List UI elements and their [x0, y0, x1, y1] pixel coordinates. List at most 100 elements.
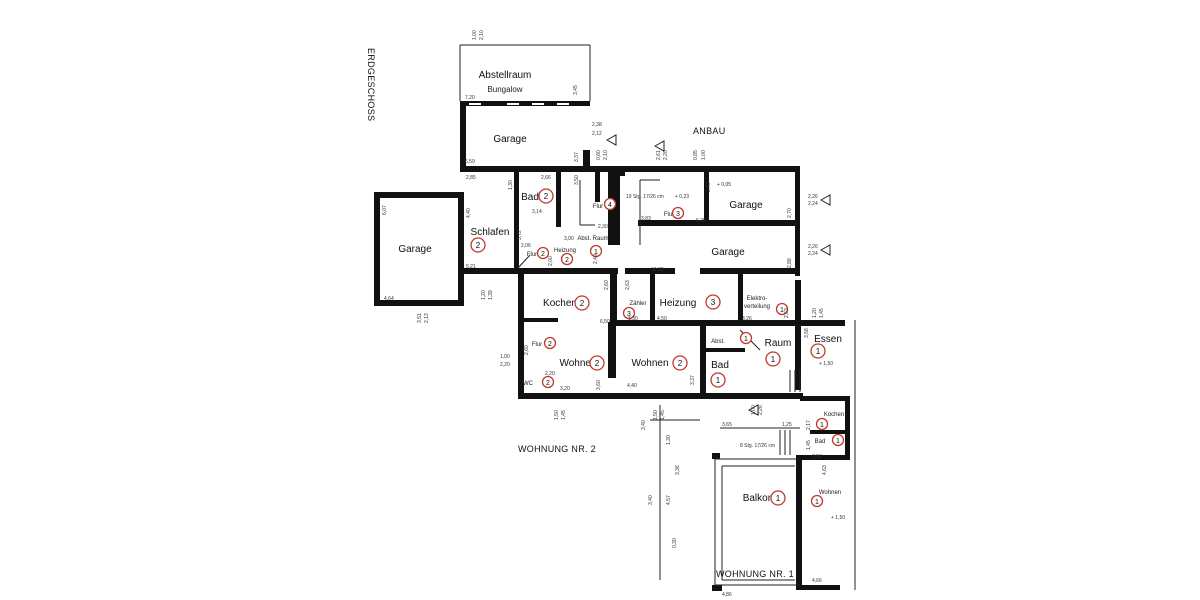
dimension-label: 10,33: [651, 267, 664, 273]
unit-number: 3: [676, 211, 680, 218]
unit-number: 2: [595, 359, 600, 368]
wall: [700, 320, 706, 395]
room-name: Wohnen: [559, 358, 596, 369]
room-name: Garage: [729, 200, 763, 211]
dimension-label: 2,63: [784, 308, 790, 318]
dimension-label: + 1,50: [819, 361, 833, 367]
wall: [518, 393, 803, 399]
wall: [460, 166, 800, 172]
room-garage-10: Garage: [729, 200, 763, 211]
unit-marker-icon: [739, 331, 753, 345]
wall: [800, 455, 850, 460]
room-name: Abst. Raum: [577, 236, 608, 242]
unit-marker-icon: [589, 244, 603, 258]
unit-number: 4: [608, 202, 612, 209]
room-name: Balkon: [743, 493, 774, 504]
dimension-label: 2,00: [548, 256, 554, 266]
window: [532, 103, 544, 105]
dimension-label: 1,30: [666, 435, 672, 445]
dimension-label: 1,45: [819, 308, 825, 318]
room-name: Garage: [398, 244, 432, 255]
room-subname: Bungalow: [487, 85, 522, 94]
room-name: Abstellraum: [479, 70, 532, 81]
unit-number: 1: [716, 376, 721, 385]
dimension-label: 1,50: [653, 410, 659, 420]
dimension-label: 4,63: [822, 465, 828, 475]
unit-marker-icon: [470, 237, 486, 253]
wall: [800, 396, 850, 401]
unit-marker-icon: [672, 355, 688, 371]
dimension-label: 3,45: [573, 85, 579, 95]
dimension-label: + 1,50: [831, 515, 845, 521]
dimension-label: 3,26: [742, 316, 752, 322]
dimension-label: 2,30: [598, 224, 608, 230]
dimension-label: 1,30: [628, 316, 638, 322]
dimension-label: 2,26: [808, 194, 818, 200]
walls: [374, 101, 850, 591]
dimension-label: 1,45: [660, 410, 666, 420]
room-subname: verteilung: [744, 304, 770, 310]
dimension-label: 4,57: [666, 495, 672, 505]
dimension-label: + 0,23: [675, 194, 689, 200]
dimension-label: 1,00: [472, 30, 478, 40]
unit-marker-icon: [538, 188, 554, 204]
dimension-label: 6,07: [382, 205, 388, 215]
unit-number: 1: [815, 499, 819, 506]
room-name: Bad: [711, 360, 729, 371]
unit-number: 2: [678, 359, 683, 368]
dimension-label: 3,20: [560, 386, 570, 392]
section-label-wohnung-1: WOHNUNG NR. 1: [716, 569, 794, 579]
unit-marker-icon: [560, 252, 574, 266]
unit-number: 1: [594, 249, 598, 256]
dimension-label: 2,63: [625, 280, 631, 290]
wall: [518, 318, 558, 322]
dimension-label: 4,86: [722, 592, 732, 598]
dimension-label: 3,72: [517, 230, 523, 240]
dimension-label: 1,00: [701, 150, 707, 160]
unit-number: 2: [546, 380, 550, 387]
unit-number: 1: [771, 355, 776, 364]
dimension-label: 2,60: [524, 345, 530, 355]
unit-marker-icon: [541, 375, 555, 389]
dimension-label: 2,06: [521, 243, 531, 249]
wall: [625, 268, 675, 274]
dimension-label: 2,20: [663, 150, 669, 160]
room-bad-22: Bad 1: [710, 360, 729, 388]
entrance-marker-icon: [819, 244, 831, 256]
entrance-marker-icon: [819, 194, 831, 206]
unit-number: 1: [776, 494, 781, 503]
room-name: Schlafen: [471, 227, 510, 238]
room-name: Wohnen: [819, 490, 841, 496]
unit-number: 1: [744, 336, 748, 343]
dimension-label: 1,45: [806, 440, 812, 450]
wall: [518, 268, 618, 274]
dimension-label: 4,66: [812, 578, 822, 584]
wall: [845, 396, 850, 456]
wall: [795, 166, 800, 276]
dimension-label: 1,20: [812, 308, 818, 318]
wall: [640, 166, 800, 172]
dimension-label: 2,17: [806, 420, 812, 430]
section-label-wohnung-2: WOHNUNG NR. 2: [518, 444, 596, 454]
entrance-marker-icon: [653, 140, 665, 152]
wall: [460, 268, 520, 274]
dimension-label: 8 Stg. 17/26 cm: [740, 443, 775, 449]
room-garage-11: Garage: [711, 247, 745, 258]
room-name: Kochen: [824, 412, 844, 418]
dimension-label: 1,00: [751, 405, 757, 415]
wall: [712, 453, 720, 459]
room-garage-1: Garage: [493, 134, 527, 145]
dimension-label: 0,80: [596, 150, 602, 160]
dimension-label: 7,20: [465, 95, 475, 101]
dimension-label: 2,60: [604, 280, 610, 290]
dimension-label: 3,40: [648, 495, 654, 505]
wall: [800, 320, 845, 326]
